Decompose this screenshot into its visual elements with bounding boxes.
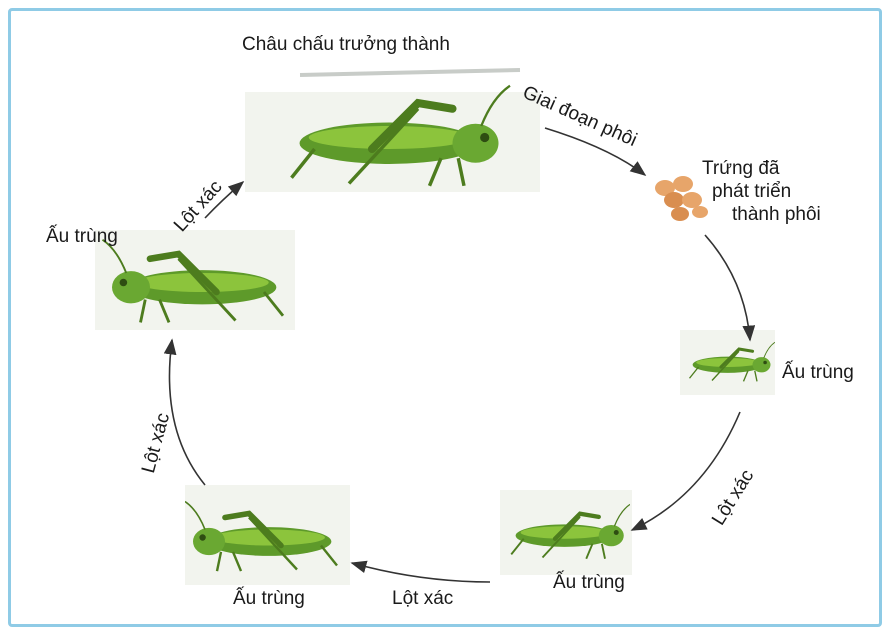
diagram-frame xyxy=(8,8,882,627)
nymph-last-instar-icon xyxy=(95,230,295,330)
egg-label-line1: Trứng đã xyxy=(702,158,780,179)
nymph-label-2: Ấu trùng xyxy=(553,572,625,593)
arrow-nymph3-to-nymph4 xyxy=(163,338,206,486)
arrow-nymph1-to-nymph2 xyxy=(630,411,741,531)
arrow-nymph2-to-nymph3 xyxy=(350,560,491,583)
adult-grasshopper-icon xyxy=(245,68,540,192)
arrow-egg-to-nymph1 xyxy=(704,234,756,342)
arrow-nymph4-to-adult xyxy=(204,180,245,219)
egg-label: Trứng đã phát triển thành phôi xyxy=(702,158,821,226)
nymph-label-3: Ấu trùng xyxy=(233,588,305,609)
nymph-medium-icon xyxy=(500,490,632,575)
arrow-adult-to-egg xyxy=(544,127,647,176)
egg-cluster-icon xyxy=(655,176,708,221)
nymph-label-4: Ấu trùng xyxy=(46,226,118,247)
egg-label-line3: thành phôi xyxy=(732,203,821,225)
nymph-small-icon xyxy=(680,330,775,395)
molt-label-2: Lột xác xyxy=(392,588,454,609)
egg-label-line2: phát triển xyxy=(712,180,792,202)
adult-label: Châu chấu trưởng thành xyxy=(242,34,450,55)
nymph-large-icon xyxy=(185,485,350,585)
nymph-label-1: Ấu trùng xyxy=(782,362,854,383)
